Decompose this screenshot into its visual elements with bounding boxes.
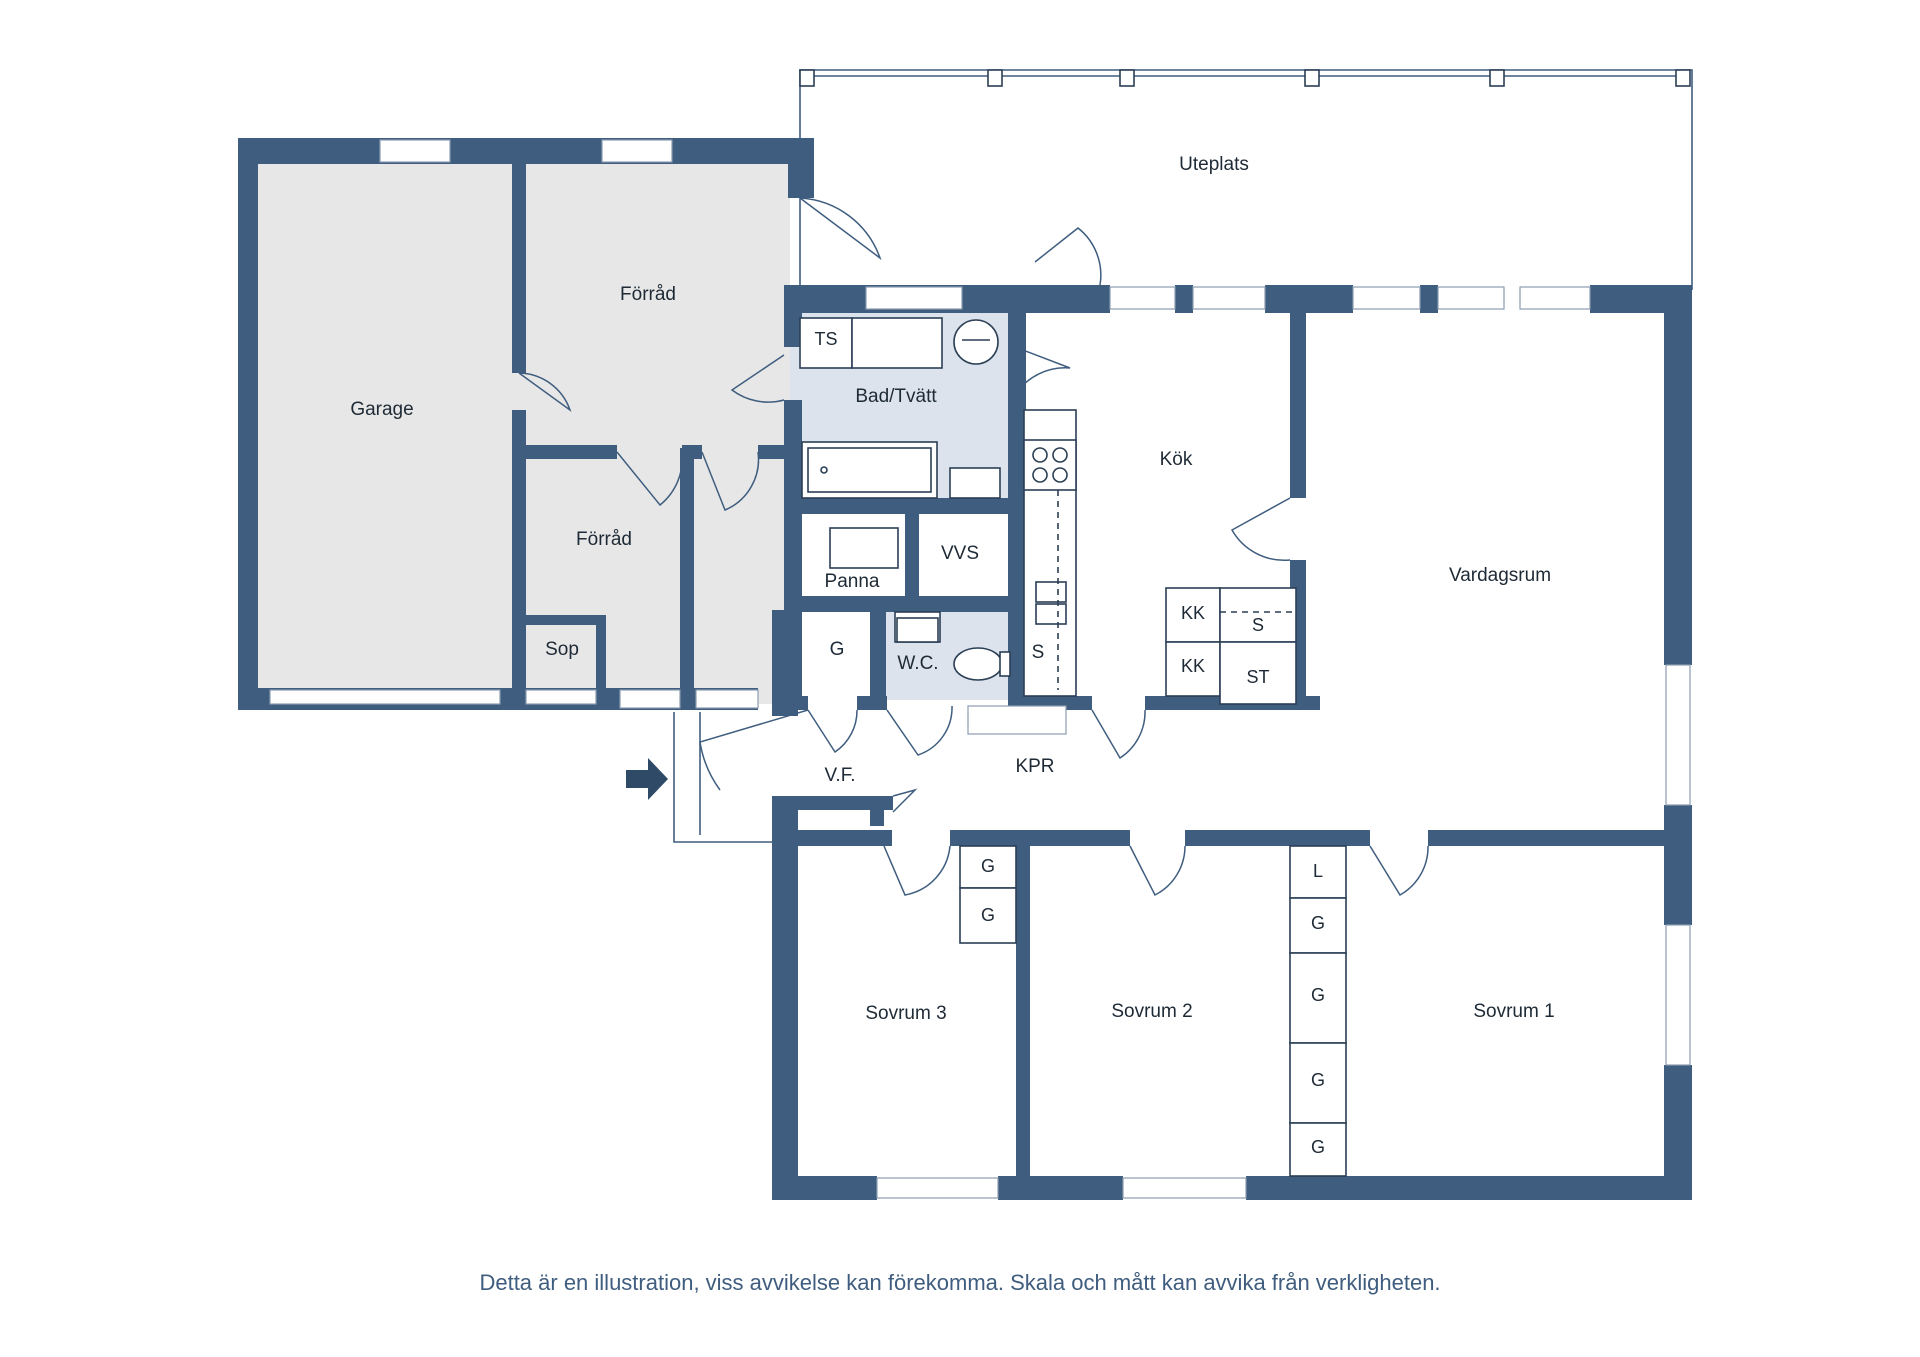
room-label-sovrum-2: Sovrum 2 [1111, 1001, 1192, 1022]
sovrum1-closets [1289, 845, 1347, 1177]
kitchen-counter [1023, 409, 1077, 697]
room-label-kpr: KPR [1015, 756, 1054, 777]
room-label-sovrum-1: Sovrum 1 [1473, 1001, 1554, 1022]
room-label-garage: Garage [350, 399, 413, 420]
stove-icon [1023, 439, 1077, 491]
entrance-arrow-icon [626, 758, 668, 800]
disclaimer-text: Detta är en illustration, viss avvikelse… [479, 1270, 1441, 1295]
washer [851, 317, 943, 369]
closet-label-g-s1-4: G [1311, 1137, 1325, 1157]
room-label-sovrum-3: Sovrum 3 [865, 1003, 946, 1024]
closet-label-g-s1-1: G [1311, 913, 1325, 933]
room-label-kok: Kök [1160, 449, 1193, 470]
sovrum3-closets [959, 845, 1017, 944]
toilet-icon [953, 319, 999, 365]
room-label-vardagsrum: Vardagsrum [1449, 565, 1551, 586]
closet-label-g-entry: G [830, 639, 845, 660]
fixture-label-s-storage: S [1252, 615, 1264, 635]
windows [269, 139, 1691, 1199]
wc-toilet-icon [953, 647, 1003, 681]
walls [238, 138, 1692, 1200]
room-label-uteplats: Uteplats [1179, 154, 1249, 175]
closet-label-g-s1-3: G [1311, 1070, 1325, 1090]
fixture-label-st: ST [1246, 667, 1269, 687]
room-label-wc: W.C. [897, 653, 938, 674]
bathroom-fixtures [799, 317, 1001, 499]
fixture-label-kk-1: KK [1181, 603, 1205, 623]
fixture-label-ts: TS [814, 329, 837, 349]
room-label-panna: Panna [825, 571, 880, 592]
kitchen-storage [1165, 587, 1297, 705]
room-label-forrad-upper: Förråd [620, 284, 676, 305]
closet-label-g-s3-1: G [981, 856, 995, 876]
room-label-vvs: VVS [941, 543, 979, 564]
boiler-unit [829, 527, 899, 569]
doors [518, 197, 1429, 897]
fixture-label-s-counter: S [1032, 642, 1045, 663]
fixture-label-kk-2: KK [1181, 656, 1205, 676]
entrance-steps [673, 712, 776, 843]
closet-label-l: L [1313, 861, 1323, 881]
terrace-outline [799, 69, 1693, 290]
sink-icon [949, 467, 1001, 499]
closet-label-g-s1-2: G [1311, 985, 1325, 1005]
room-label-sop: Sop [545, 639, 579, 660]
room-label-vf: V.F. [825, 765, 856, 786]
room-label-forrad-lower: Förråd [576, 529, 632, 550]
closet-label-g-s3-2: G [981, 905, 995, 925]
room-label-bad-tvatt: Bad/Tvätt [855, 386, 937, 407]
wc-fixtures [894, 611, 1011, 681]
kitchen-sink-icon [1035, 581, 1067, 603]
